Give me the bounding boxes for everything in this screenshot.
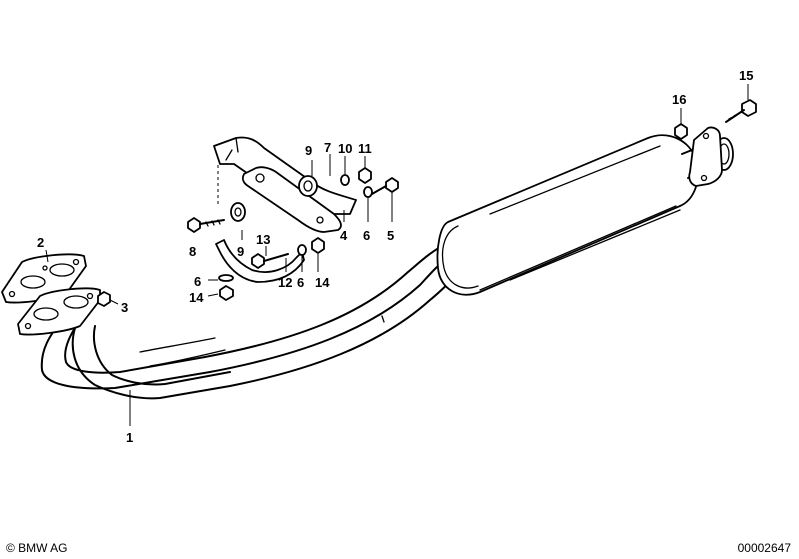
callout-6a: 6 <box>363 228 370 243</box>
hanger-bracket <box>187 136 357 240</box>
rear-muffler <box>436 126 734 296</box>
callout-9b: 9 <box>237 244 244 259</box>
washer-6b <box>297 244 307 256</box>
callout-13: 13 <box>256 232 270 247</box>
copyright-text: © BMW AG <box>6 541 68 555</box>
callout-6c: 6 <box>194 274 201 289</box>
callout-1: 1 <box>126 430 133 445</box>
pipe-clamp <box>207 237 325 301</box>
callout-labels: 1 2 3 4 5 6 6 6 7 8 9 9 10 11 12 13 14 1… <box>37 68 753 445</box>
callout-15: 15 <box>739 68 753 83</box>
bracket-hardware <box>311 154 399 222</box>
callout-5: 5 <box>387 228 394 243</box>
document-number: 00002647 <box>737 541 791 555</box>
callout-2: 2 <box>37 235 44 250</box>
nut-11 <box>358 167 372 184</box>
callout-3: 3 <box>121 300 128 315</box>
flange-nut <box>97 291 119 307</box>
washer-6 <box>363 186 373 198</box>
callout-11: 11 <box>358 141 372 156</box>
callout-16: 16 <box>672 92 686 107</box>
callout-7: 7 <box>324 140 331 155</box>
callout-8: 8 <box>189 244 196 259</box>
callout-14a: 14 <box>189 290 204 305</box>
outlet-bolt <box>725 84 757 123</box>
pipe-flange <box>17 287 101 336</box>
nut-14a <box>219 285 234 301</box>
callout-4: 4 <box>340 228 348 243</box>
callout-6b: 6 <box>297 275 304 290</box>
nut-14b <box>311 237 325 254</box>
washer-6c <box>218 274 234 282</box>
callout-12: 12 <box>278 275 292 290</box>
front-exhaust-pipe <box>40 243 461 400</box>
callout-10: 10 <box>338 141 352 156</box>
washer-10 <box>340 174 350 186</box>
callout-9a: 9 <box>305 143 312 158</box>
callout-14b: 14 <box>315 275 330 290</box>
outlet-nut <box>674 108 688 140</box>
